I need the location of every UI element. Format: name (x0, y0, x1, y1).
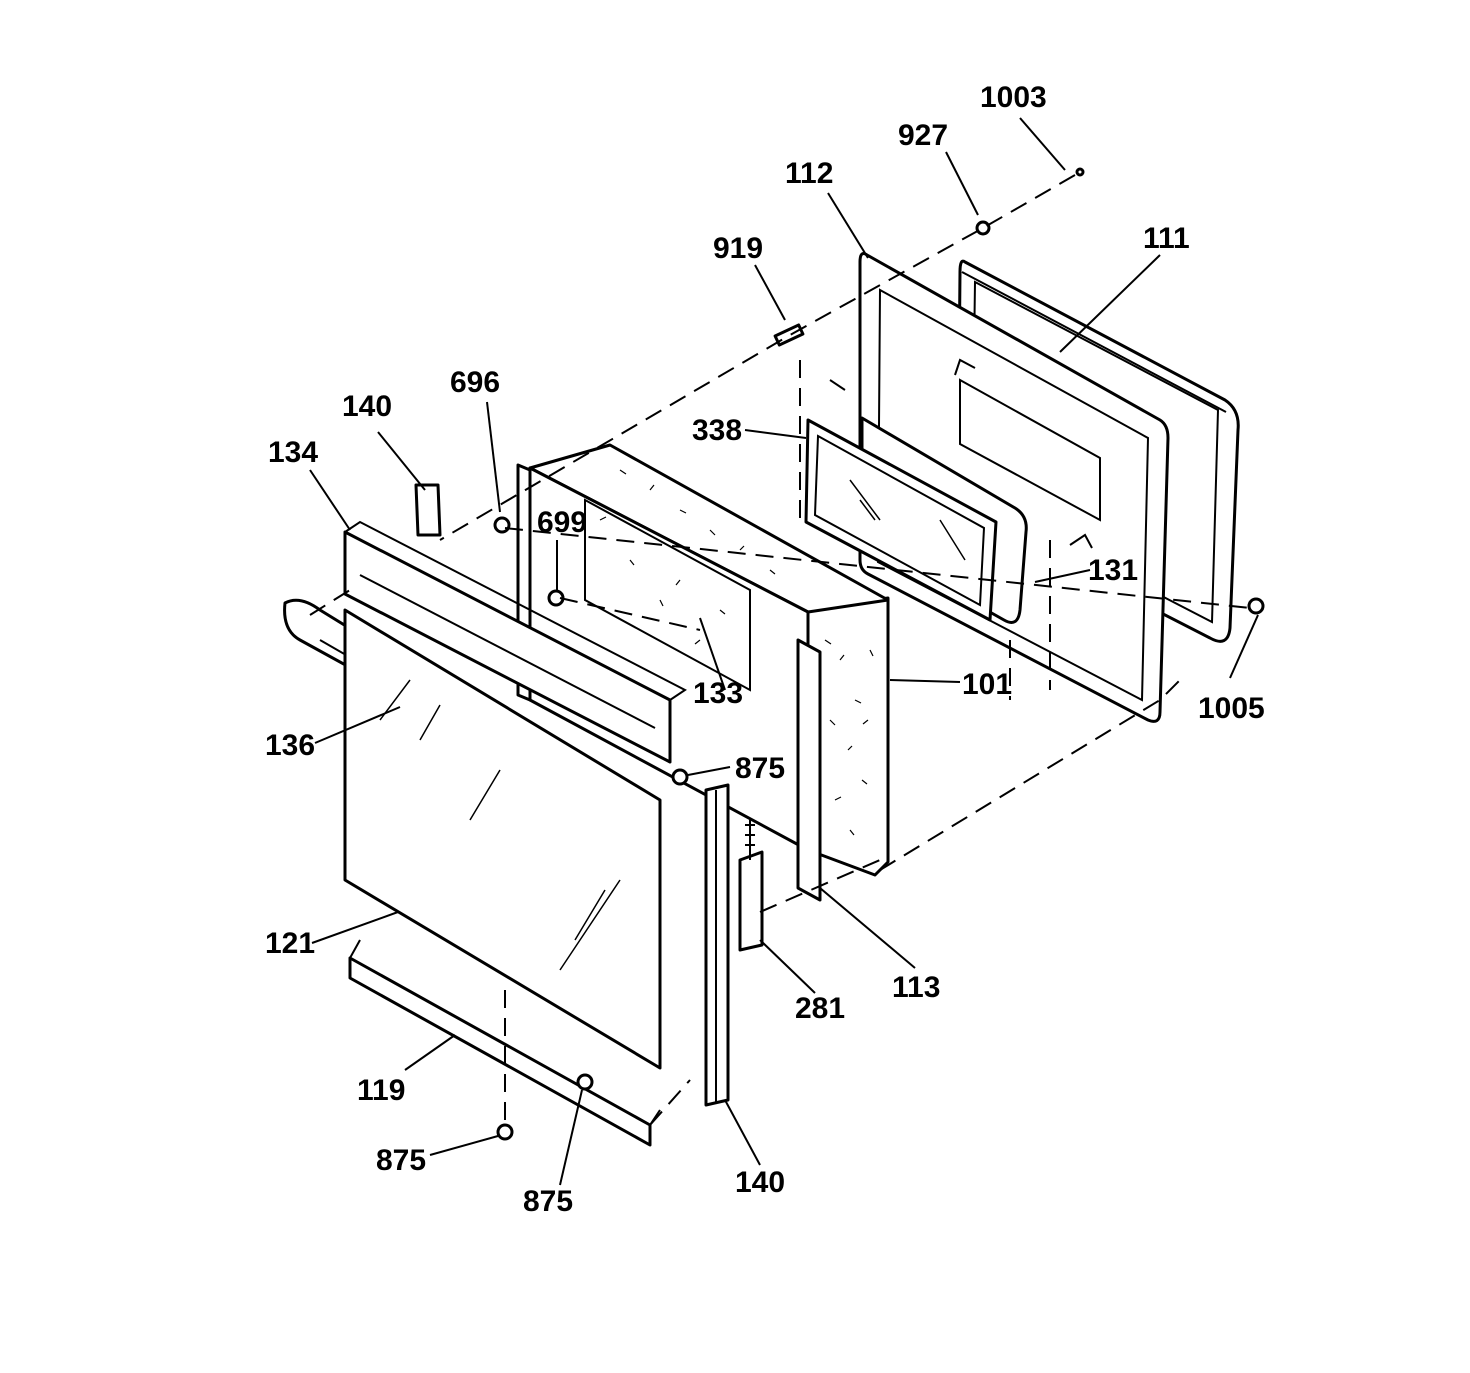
label-140-bottom: 140 (735, 1166, 785, 1199)
part-labels: 1003 927 112 111 919 696 140 134 338 699… (265, 81, 1265, 1218)
label-338: 338 (692, 414, 742, 447)
label-113: 113 (892, 971, 940, 1004)
label-134: 134 (268, 436, 318, 469)
label-1005: 1005 (1198, 692, 1265, 725)
screw-696 (493, 516, 511, 534)
label-112: 112 (785, 157, 833, 190)
screw-875-mid (671, 768, 689, 786)
label-919: 919 (713, 232, 763, 265)
label-1003: 1003 (980, 81, 1047, 114)
part-121-outer-door-glass (343, 608, 662, 1070)
label-875-mid: 875 (735, 752, 785, 785)
screw-1003 (1075, 167, 1085, 177)
label-281: 281 (795, 992, 845, 1025)
label-131: 131 (1088, 554, 1138, 587)
label-121: 121 (265, 927, 315, 960)
part-134-vent-trim (343, 520, 687, 764)
part-281-hinge (738, 820, 764, 952)
label-136: 136 (265, 729, 315, 762)
label-875-left: 875 (376, 1144, 426, 1177)
label-119: 119 (357, 1074, 405, 1107)
part-112-inner-door-panel (858, 252, 1170, 723)
label-101: 101 (962, 668, 1012, 701)
label-140-top: 140 (342, 390, 392, 423)
part-338-window-glass (804, 418, 998, 622)
part-113-side-trim (516, 463, 822, 902)
part-140-top-channel (414, 483, 442, 537)
label-133: 133 (693, 677, 743, 710)
label-927: 927 (898, 119, 948, 152)
screw-1005 (1247, 597, 1265, 615)
label-699: 699 (537, 506, 587, 539)
screw-875-left (496, 1123, 514, 1141)
assembly-lines (309, 174, 1251, 1126)
label-696: 696 (450, 366, 500, 399)
leader-lines (309, 117, 1259, 1186)
part-140-bottom-channel (704, 783, 730, 1107)
label-111: 111 (1143, 222, 1190, 255)
washer-927 (975, 220, 991, 236)
screw-875-bottom (576, 1073, 594, 1091)
label-875-bottom: 875 (523, 1185, 573, 1218)
